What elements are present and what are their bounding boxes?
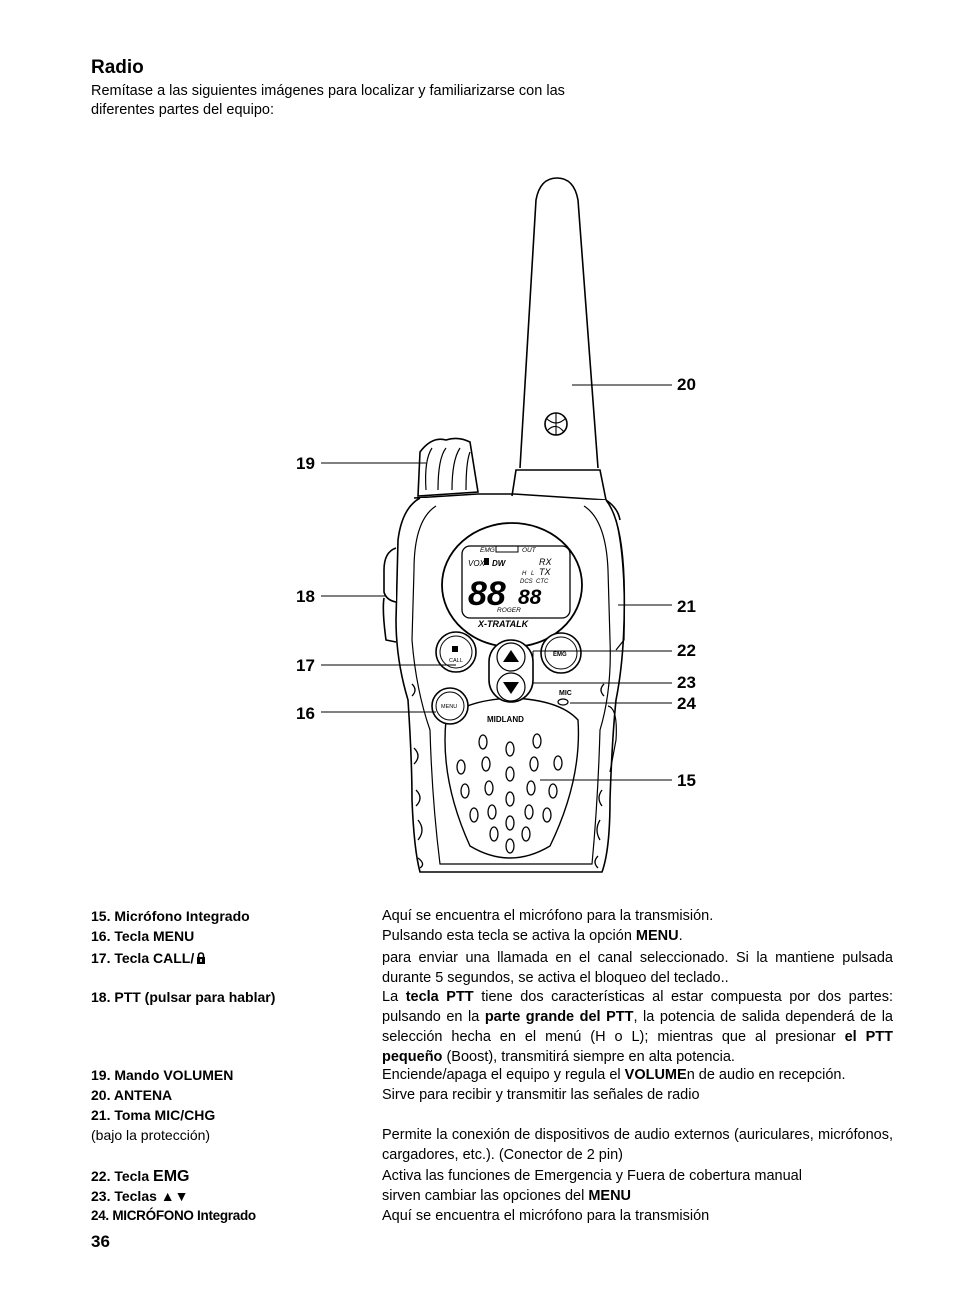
item-desc: Sirve para recibir y transmitir las seña…: [382, 1087, 700, 1103]
brand-label: X-TRATALK: [477, 619, 530, 629]
lcd-l: L: [531, 571, 534, 577]
item-desc: sirven cambiar las opciones del MENU: [382, 1188, 632, 1204]
lcd-h: H: [522, 571, 527, 577]
page-title: Radio: [91, 57, 144, 78]
item-label: 18. PTT (pulsar para hablar): [91, 989, 276, 1005]
lcd-dcs: DCS: [520, 579, 533, 585]
mic-label: MIC: [559, 690, 572, 697]
lcd-vox: VOX: [468, 559, 486, 568]
callout-23: 23: [677, 673, 696, 692]
lock-icon: [197, 952, 206, 964]
item-label: 21. Toma MIC/CHG: [91, 1107, 216, 1123]
callout-22: 22: [677, 641, 696, 660]
emg-button-label: EMG: [553, 652, 567, 658]
item-desc: Enciende/apaga el equipo y regula el VOL…: [382, 1067, 846, 1083]
item-label: 16. Tecla MENU: [91, 928, 195, 944]
page-number: 36: [91, 1232, 110, 1251]
item-label: 20. ANTENA: [91, 1087, 173, 1103]
callout-16: 16: [296, 704, 315, 723]
callout-20: 20: [677, 375, 696, 394]
item-desc: Pulsando esta tecla se activa la opción …: [382, 928, 683, 944]
item-label: 24. MICRÓFONO Integrado: [91, 1208, 256, 1223]
item-label: 19. Mando VOLUMEN: [91, 1067, 234, 1083]
lcd-rx: RX: [539, 557, 552, 567]
callout-19: 19: [296, 454, 315, 473]
lcd-out: OUT: [522, 547, 537, 554]
menu-button-label: MENU: [441, 704, 457, 710]
lcd-roger: ROGER: [497, 607, 521, 614]
lcd-emg: EMG: [480, 547, 495, 554]
item-sublabel: (bajo la protección): [91, 1127, 211, 1143]
item-desc: Activa las funciones de Emergencia y Fue…: [382, 1168, 802, 1184]
item-desc: La tecla PTT tiene dos características a…: [382, 989, 893, 1065]
callout-21: 21: [677, 597, 696, 616]
callout-24: 24: [677, 694, 696, 713]
lcd-channel-digits: 88: [468, 575, 506, 613]
callout-18: 18: [296, 587, 315, 606]
lcd-sub-digits: 88: [518, 586, 542, 609]
item-desc: Aquí se encuentra el micrófono para la t…: [382, 908, 714, 924]
item-label: 23. Teclas ▲▼: [91, 1188, 189, 1204]
intro-text: Remítase a las siguientes imágenes para …: [91, 83, 565, 118]
lcd-ctc: CTC: [536, 579, 549, 585]
item-desc: Aquí se encuentra el micrófono para la t…: [382, 1208, 710, 1224]
item-desc: para enviar una llamada en el canal sele…: [382, 950, 893, 986]
callout-15: 15: [677, 771, 696, 790]
item-label: 17. Tecla CALL/: [91, 948, 381, 968]
lcd-tx: TX: [539, 567, 551, 577]
radio-illustration: EMG OUT VOX DW RX TX H L DCS CTC 88 88 R…: [321, 177, 672, 873]
item-label: 22. Tecla EMG: [91, 1168, 190, 1185]
maker-label: MIDLAND: [487, 715, 524, 724]
item-label: 15. Micrófono Integrado: [91, 908, 250, 924]
lcd-dw: DW: [492, 559, 507, 568]
callout-17: 17: [296, 656, 315, 675]
call-button-label: CALL: [449, 658, 463, 664]
item-desc: Permite la conexión de dispositivos de a…: [382, 1127, 893, 1163]
